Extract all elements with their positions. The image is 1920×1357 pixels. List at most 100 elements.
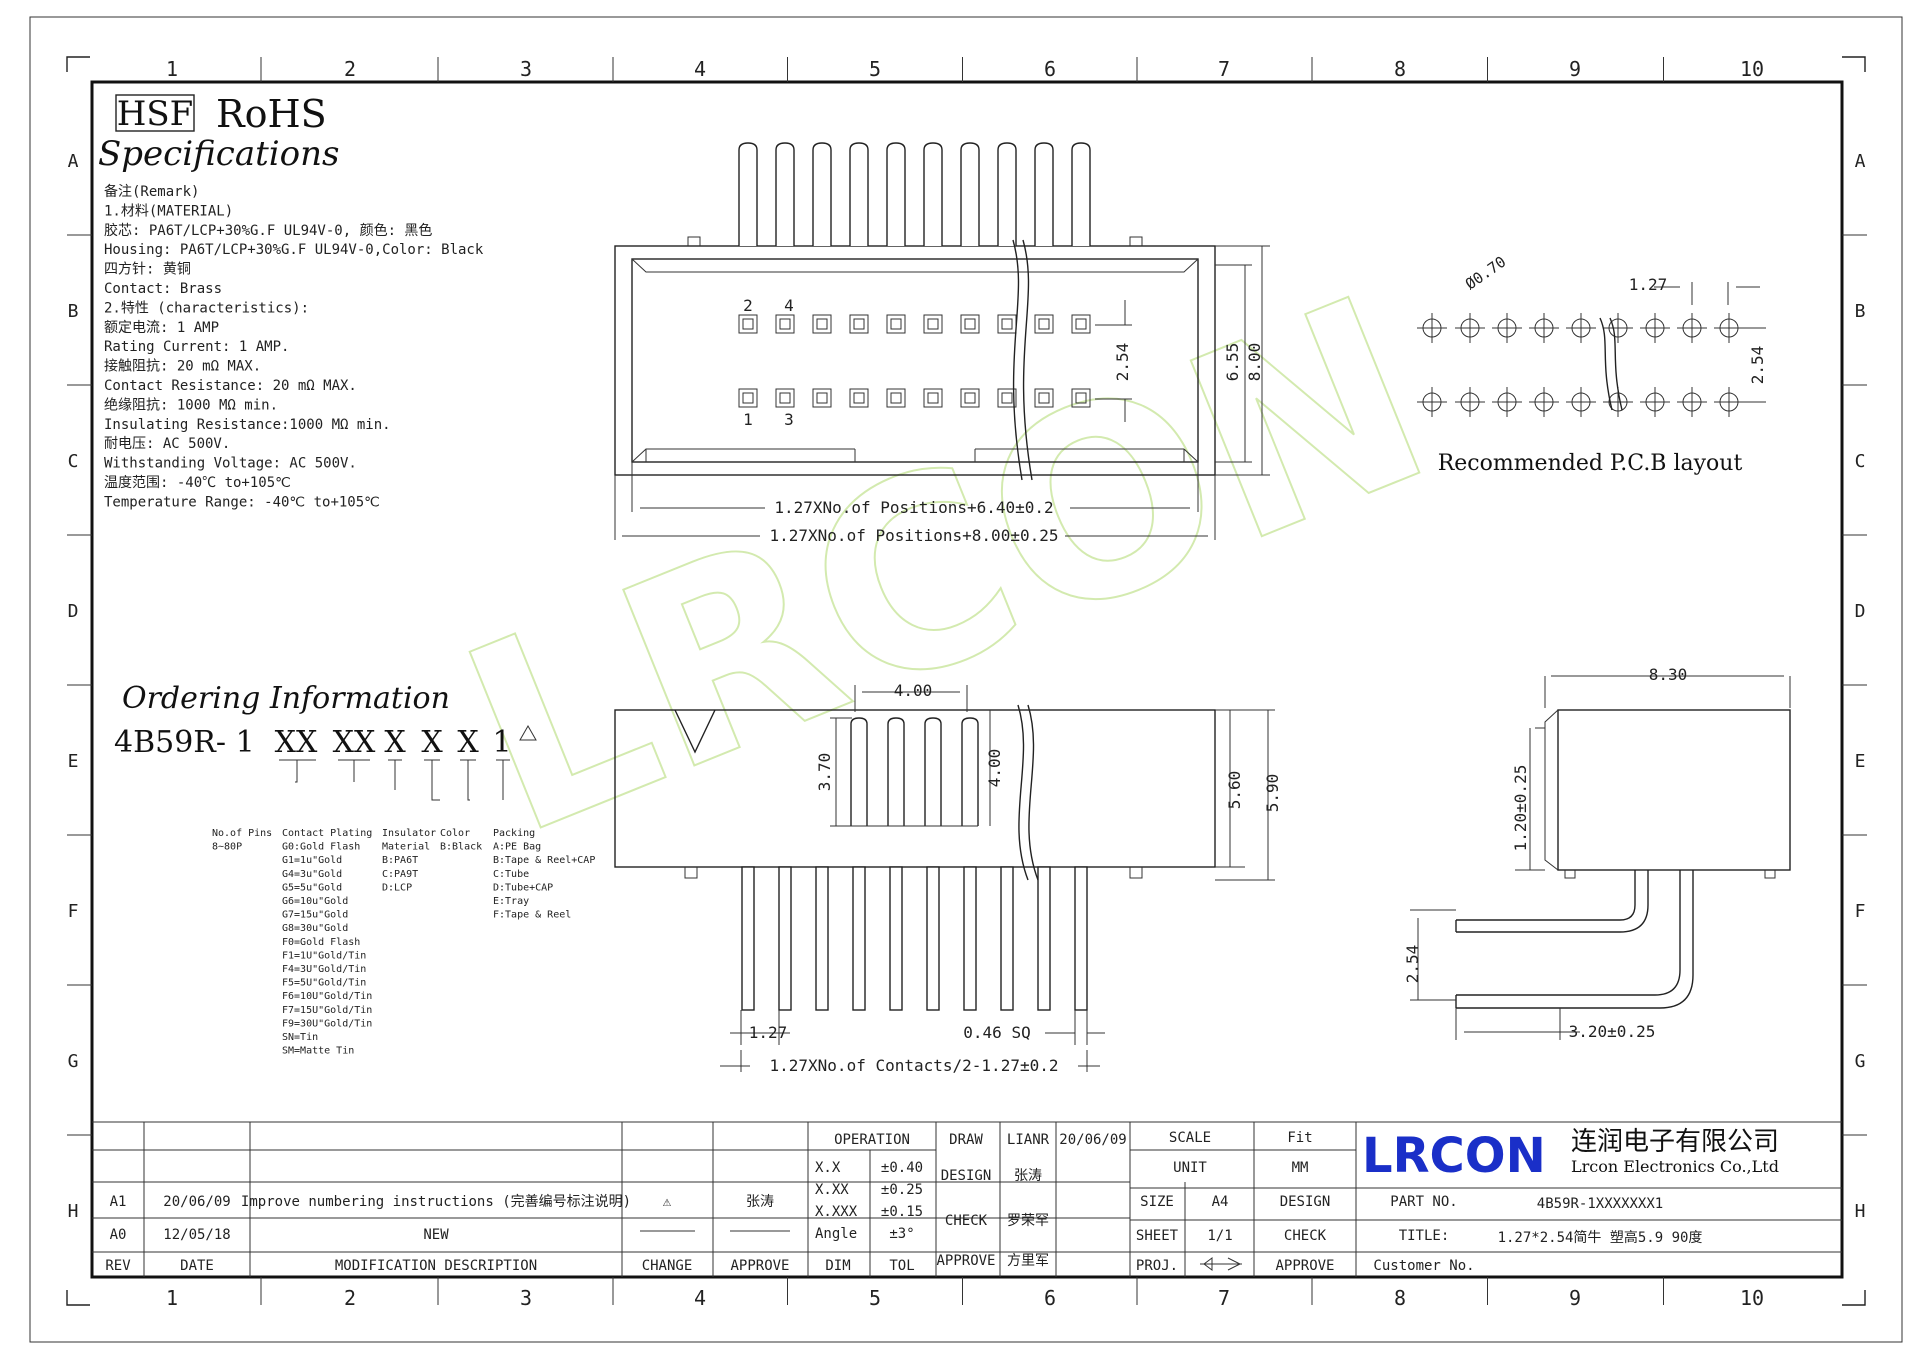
ordering-code: 1: [492, 725, 511, 760]
front-visible-pin: [961, 717, 979, 826]
contact-square: [1034, 388, 1054, 408]
pcb-hole-cross: [1677, 313, 1707, 343]
tol-value: ±0.15: [881, 1204, 923, 1220]
grid-col-bottom: 3: [520, 1286, 532, 1310]
ordering-option: F6=10U"Gold/Tin: [282, 991, 372, 1002]
grid-col-top: 9: [1569, 57, 1581, 81]
contact-square-inner: [964, 392, 976, 404]
grid-col-top: 2: [344, 57, 356, 81]
ordering-option: C:PA9T: [382, 869, 418, 880]
tol-value: ±0.40: [881, 1160, 923, 1176]
contact-square-inner: [1075, 318, 1087, 330]
front-pin: [889, 866, 903, 1011]
pin-label-1: 1: [743, 410, 753, 429]
ordering-option: No.of Pins: [212, 828, 272, 839]
dim-label: DIM: [825, 1258, 850, 1274]
ordering-option: Packing: [493, 828, 535, 839]
remark-line: 接触阻抗: 20 mΩ MAX.: [104, 358, 261, 375]
rev-approve: 张涛: [746, 1194, 774, 1210]
contact-square: [1071, 388, 1091, 408]
tol-key: Angle: [815, 1226, 857, 1242]
remark-line: 1.材料(MATERIAL): [104, 203, 233, 219]
grid-row-left: E: [68, 751, 79, 772]
contact-square-inner: [853, 392, 865, 404]
grid-col-bottom: 2: [344, 1286, 356, 1310]
dim-pitch-127: 1.27: [1629, 275, 1668, 294]
inner-frame: [90, 80, 1844, 1279]
approve2-label: APPROVE: [1275, 1258, 1334, 1274]
remark-line: Contact Resistance: 20 mΩ MAX.: [104, 378, 357, 394]
scale-value: Fit: [1287, 1130, 1312, 1146]
customer-label: Customer No.: [1373, 1258, 1474, 1274]
front-pin: [1000, 866, 1014, 1011]
contact-square-inner: [779, 318, 791, 330]
rev-date: 20/06/09: [163, 1194, 230, 1210]
dim-800: 8.00: [1245, 343, 1264, 382]
front-pin: [778, 866, 792, 1011]
grid-col-top: 10: [1740, 57, 1764, 81]
rev-code: A0: [110, 1227, 127, 1243]
tol-value: ±0.25: [881, 1182, 923, 1198]
contact-square-inner: [927, 392, 939, 404]
top-pin: [1071, 142, 1091, 246]
grid-row-left: G: [68, 1051, 79, 1072]
remark-line: 2.特性 (characteristics):: [104, 300, 309, 316]
remark-line: Rating Current: 1 AMP.: [104, 339, 289, 355]
sheet-value: 1/1: [1207, 1228, 1232, 1244]
rev-date: 12/05/18: [163, 1227, 230, 1243]
contact-square: [775, 314, 795, 334]
ordering-part: 4B59R- 1: [114, 725, 255, 760]
outer-border: [29, 16, 1903, 1343]
tb-lines: [92, 1121, 1842, 1277]
ordering-option: G0:Gold Flash: [282, 842, 360, 853]
approve-label: APPROVE: [936, 1253, 995, 1269]
grid-row-right: F: [1855, 901, 1866, 922]
dim-side-830: 8.30: [1649, 665, 1688, 684]
operation-label: OPERATION: [834, 1132, 910, 1148]
grid-col-bottom: 1: [166, 1286, 178, 1310]
contact-square-inner: [779, 392, 791, 404]
title-label: TITLE:: [1399, 1228, 1450, 1244]
ordering-option: B:PA6T: [382, 855, 418, 866]
grid-row-left: H: [68, 1201, 79, 1222]
sheet-label: SHEET: [1136, 1228, 1179, 1244]
front-visible-pin: [924, 717, 942, 826]
dim-655: 6.55: [1223, 343, 1242, 382]
contact-square: [960, 314, 980, 334]
dim-side-254: 2.54: [1403, 945, 1422, 984]
dim-front-400-side: 4.00: [985, 749, 1004, 788]
ordering-option: SN=Tin: [282, 1032, 318, 1043]
tb-grid: [143, 1122, 1357, 1277]
top-pin: [738, 142, 758, 246]
pcb-caption: Recommended P.C.B layout: [1438, 451, 1743, 476]
grid-col-bottom: 9: [1569, 1286, 1581, 1310]
ordering-option: A:PE Bag: [493, 842, 541, 853]
grid-col-top: 4: [694, 57, 706, 81]
top-pin: [997, 142, 1017, 246]
remark-line: Insulating Resistance:1000 MΩ min.: [104, 417, 391, 433]
design-name: 张涛: [1014, 1168, 1042, 1184]
check-name: 罗荣罕: [1007, 1213, 1049, 1229]
ordering-code: X: [421, 725, 443, 760]
ordering-code: XX: [333, 725, 376, 760]
tol-value: ±3°: [889, 1226, 914, 1242]
change-head: CHANGE: [642, 1258, 693, 1274]
top-pin: [775, 142, 795, 246]
top-pin: [923, 142, 943, 246]
grid-col-top: 1: [166, 57, 178, 81]
top-pin: [886, 142, 906, 246]
grid-col-top: 6: [1044, 57, 1056, 81]
desc-head: MODIFICATION DESCRIPTION: [335, 1258, 537, 1274]
front-pin: [1037, 866, 1051, 1011]
ordering-option: G1=1u"Gold: [282, 855, 342, 866]
ordering-option: F:Tape & Reel: [493, 910, 571, 921]
pin-label-2: 2: [743, 296, 753, 315]
ordering-option: Contact Plating: [282, 828, 372, 839]
contact-square: [849, 314, 869, 334]
company-en: Lrcon Electronics Co.,Ltd: [1571, 1157, 1779, 1176]
contact-square: [738, 314, 758, 334]
grid-row-right: C: [1855, 451, 1866, 472]
pcb-hole-cross: [1529, 313, 1559, 343]
grid-col-bottom: 8: [1394, 1286, 1406, 1310]
remarks-block: 备注(Remark)1.材料(MATERIAL)胶芯: PA6T/LCP+30%…: [104, 183, 484, 510]
